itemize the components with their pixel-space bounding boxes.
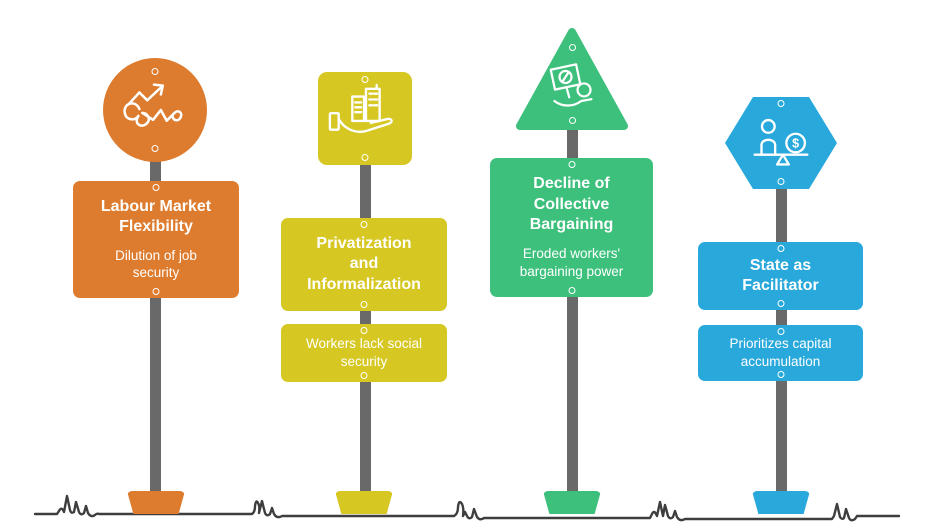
infographic-canvas: Labour Market Flexibility Dilution of jo… [33, 28, 901, 522]
ground-line [33, 494, 901, 522]
